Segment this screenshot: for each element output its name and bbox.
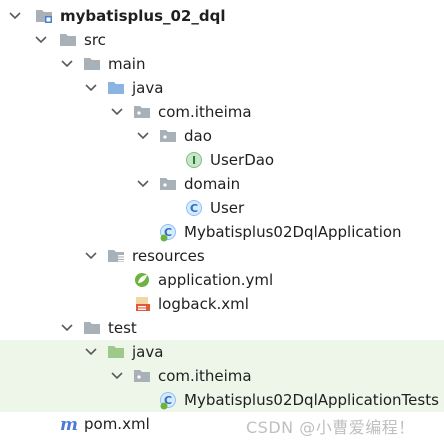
tree-node-label: com.itheima — [158, 103, 252, 121]
tree-node-test-java[interactable]: java — [0, 340, 444, 364]
spring-boot-test-icon: C — [160, 388, 182, 412]
tree-node-dao[interactable]: dao — [0, 124, 444, 148]
tree-node-label: Mybatisplus02DqlApplication — [184, 223, 402, 241]
spring-leaf-icon — [160, 402, 168, 410]
tree-node-label: pom.xml — [84, 415, 150, 433]
tree-node-application-tests[interactable]: C Mybatisplus02DqlApplicationTests — [0, 388, 444, 412]
tree-node-label: mybatisplus_02_dql — [60, 7, 226, 25]
tree-node-main[interactable]: main — [0, 52, 444, 76]
tree-node-src[interactable]: src — [0, 28, 444, 52]
chevron-down-icon[interactable] — [6, 4, 24, 28]
folder-icon — [84, 316, 106, 340]
interface-glyph: I — [186, 152, 202, 168]
tree-node-resources[interactable]: resources — [0, 244, 444, 268]
tree-node-label: User — [210, 199, 245, 217]
tree-node-label: UserDao — [210, 151, 275, 169]
chevron-down-icon[interactable] — [108, 364, 126, 388]
chevron-down-icon[interactable] — [82, 340, 100, 364]
package-icon — [134, 364, 156, 388]
chevron-down-icon[interactable] — [82, 76, 100, 100]
xml-file-icon — [134, 292, 156, 316]
tree-node-label: java — [132, 343, 164, 361]
folder-icon — [60, 28, 82, 52]
tree-node-user[interactable]: C User — [0, 196, 444, 220]
class-glyph: C — [186, 200, 202, 216]
tree-node-pom-xml[interactable]: m pom.xml — [0, 412, 444, 436]
tree-node-label: test — [108, 319, 137, 337]
tree-node-userdao[interactable]: I UserDao — [0, 148, 444, 172]
tree-node-label: resources — [132, 247, 205, 265]
class-icon: C — [186, 196, 208, 220]
tree-node-logback-xml[interactable]: logback.xml — [0, 292, 444, 316]
module-folder-icon — [36, 4, 58, 28]
folder-icon — [84, 52, 106, 76]
tree-node-label: src — [84, 31, 106, 49]
chevron-down-icon[interactable] — [58, 52, 76, 76]
chevron-down-icon[interactable] — [58, 316, 76, 340]
interface-icon: I — [186, 148, 208, 172]
spring-yml-icon — [134, 268, 156, 292]
chevron-down-icon[interactable] — [134, 172, 152, 196]
tree-node-label: application.yml — [158, 271, 274, 289]
test-source-root-folder-icon — [108, 340, 130, 364]
package-icon — [160, 172, 182, 196]
tree-node-label: Mybatisplus02DqlApplicationTests — [184, 391, 439, 409]
chevron-down-icon[interactable] — [32, 28, 50, 52]
tree-node-label: dao — [184, 127, 212, 145]
tree-node-label: domain — [184, 175, 241, 193]
maven-file-icon: m — [60, 415, 78, 435]
tree-node-java[interactable]: java — [0, 76, 444, 100]
package-icon — [160, 124, 182, 148]
tree-node-label: com.itheima — [158, 367, 252, 385]
chevron-down-icon[interactable] — [134, 124, 152, 148]
tree-node-test-package[interactable]: com.itheima — [0, 364, 444, 388]
tree-node-application-yml[interactable]: application.yml — [0, 268, 444, 292]
tree-node-domain[interactable]: domain — [0, 172, 444, 196]
spring-boot-app-icon: C — [160, 220, 182, 244]
tree-node-label: main — [108, 55, 146, 73]
tree-node-module[interactable]: mybatisplus_02_dql — [0, 4, 444, 28]
spring-leaf-icon — [160, 234, 168, 242]
tree-node-label: java — [132, 79, 164, 97]
tree-node-label: logback.xml — [158, 295, 249, 313]
package-icon — [134, 100, 156, 124]
chevron-down-icon[interactable] — [82, 244, 100, 268]
watermark: CSDN @小曹爱编程！ — [246, 418, 415, 437]
tree-node-application[interactable]: C Mybatisplus02DqlApplication — [0, 220, 444, 244]
chevron-down-icon[interactable] — [108, 100, 126, 124]
resources-folder-icon — [108, 244, 130, 268]
tree-node-test[interactable]: test — [0, 316, 444, 340]
source-root-folder-icon — [108, 76, 130, 100]
tree-node-package[interactable]: com.itheima — [0, 100, 444, 124]
